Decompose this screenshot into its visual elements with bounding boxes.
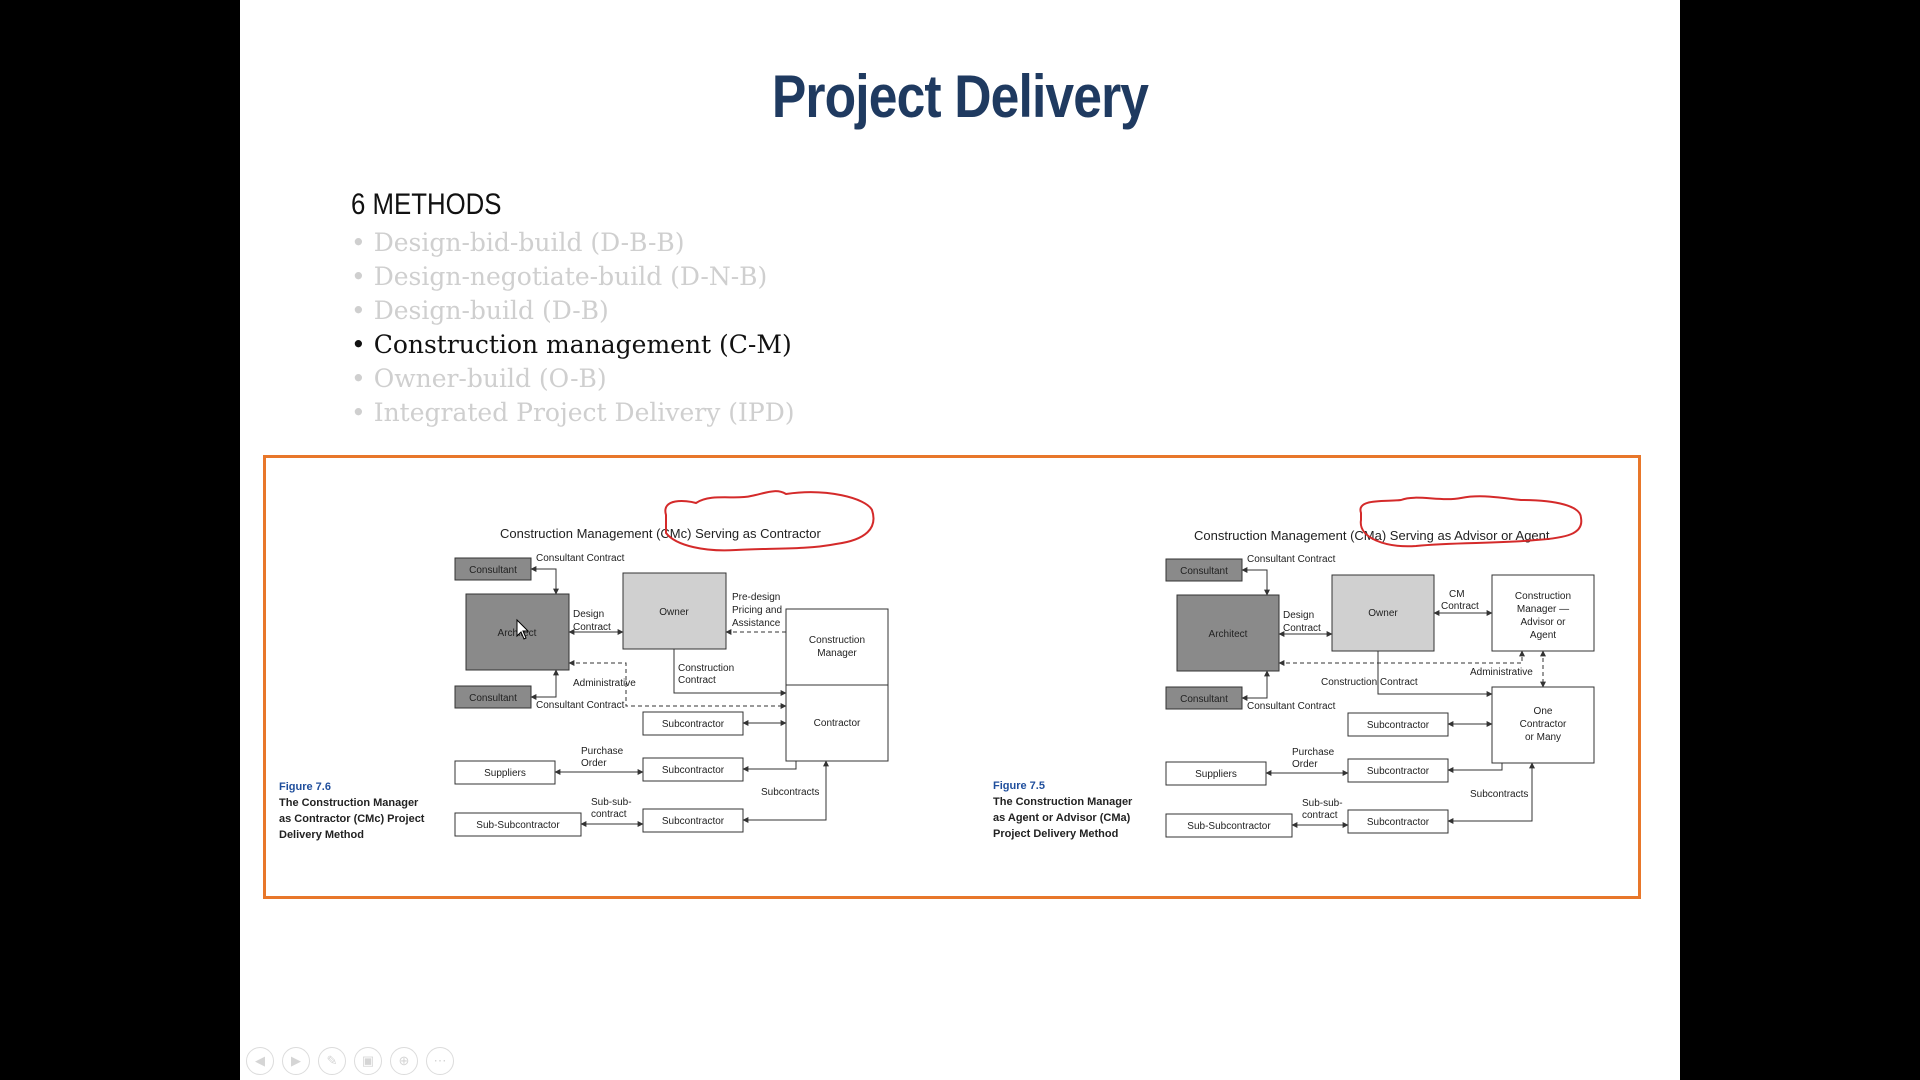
cma-caption-line-3: Project Delivery Method [993,828,1118,840]
cma-subcontractor-2-label: Subcontractor [1367,766,1430,777]
cmc-caption-line-2: as Contractor (CMc) Project [279,813,425,825]
cma-consultant-bottom-label: Consultant [1180,694,1228,705]
cmc-caption-line-1: The Construction Manager [279,797,419,809]
cma-annotation-circle [1359,495,1583,548]
cma-cm-contract-2: Contract [1441,601,1479,612]
method-item-integrated-project-delivery: • Integrated Project Delivery (IPD) [351,398,795,427]
cma-caption-line-1: The Construction Manager [993,796,1133,808]
cmc-consultant-top-label: Consultant [469,565,517,576]
diagram-cmc: Construction Management (CMc) Serving as… [279,490,889,841]
figure-frame: Construction Management (CMc) Serving as… [263,455,1641,899]
cmc-administrative: Administrative [573,678,636,689]
cma-subsub-contract-1: Sub-sub- [1302,798,1343,809]
cma-cm-label-3: Advisor or [1520,617,1566,628]
cmc-subsub-contract-2: contract [591,809,627,820]
cma-subsub-contract-2: contract [1302,810,1338,821]
cma-contractor-label-1: One [1534,706,1553,717]
cma-caption-line-2: as Agent or Advisor (CMa) [993,812,1131,824]
cma-cm-contract-1: CM [1449,589,1465,600]
method-item-owner-build: • Owner-build (O-B) [351,364,607,393]
cma-contractor-box [1491,686,1595,764]
cmc-title: Construction Management (CMc) Serving as… [500,526,821,541]
cmc-design-contract-1: Design [573,609,604,620]
cmc-consultant-contract-top: Consultant Contract [536,553,625,564]
cma-subcontractor-3-label: Subcontractor [1367,817,1430,828]
cma-consultant-top-label: Consultant [1180,566,1228,577]
cmc-design-contract-2: Contract [573,622,611,633]
cmc-subcontracts: Subcontracts [761,787,819,798]
cma-construction-manager-box [1491,574,1595,652]
cma-title: Construction Management (CMa) Serving as… [1194,528,1550,543]
next-slide-icon[interactable]: ▶ [282,1047,310,1075]
cma-owner-box [1331,574,1435,652]
cmc-predesign-1: Pre-design [732,592,780,603]
see-all-slides-icon[interactable]: ▣ [354,1047,382,1075]
cmc-consultant-bottom-label: Consultant [469,693,517,704]
cmc-predesign-2: Pricing and [732,605,782,616]
cmc-subcontractor-3-label: Subcontractor [662,816,725,827]
cma-purchase-2: Order [1292,759,1318,770]
cma-owner-label: Owner [1368,608,1398,619]
cmc-subcontractor-2-label: Subcontractor [662,765,725,776]
cma-architect-label: Architect [1209,629,1248,640]
slideshow-controls: ◀ ▶ ✎ ▣ ⊕ ⋯ [246,1047,454,1075]
cmc-caption-line-3: Delivery Method [279,829,364,841]
cmc-construction-contract-1: Construction [678,663,734,674]
cma-subcontractor-1-label: Subcontractor [1367,720,1430,731]
cmc-annotation-circle [664,490,875,552]
more-options-icon[interactable]: ⋯ [426,1047,454,1075]
cma-construction-contract: Construction Contract [1321,677,1418,688]
cma-subcontracts: Subcontracts [1470,789,1528,800]
mouse-cursor-icon [516,618,530,640]
slide-title: Project Delivery [771,63,1149,130]
method-item-construction-management: • Construction management (C-M) [351,330,792,359]
cmc-construction-manager-box [785,608,889,686]
cma-administrative: Administrative [1470,667,1533,678]
zoom-icon[interactable]: ⊕ [390,1047,418,1075]
cmc-consultant-contract-bottom: Consultant Contract [536,700,625,711]
cmc-owner-label: Owner [659,607,689,618]
cma-consultant-contract-bottom: Consultant Contract [1247,701,1336,712]
cmc-caption-number: Figure 7.6 [279,781,331,793]
cma-design-contract-1: Design [1283,610,1314,621]
previous-slide-icon[interactable]: ◀ [246,1047,274,1075]
cma-purchase-1: Purchase [1292,747,1335,758]
cma-contractor-label-3: or Many [1525,732,1561,743]
methods-list: • Design-bid-build (D-B-B) • Design-nego… [351,226,795,430]
cmc-subcontractor-1-label: Subcontractor [662,719,725,730]
cma-suppliers-label: Suppliers [1195,769,1237,780]
cma-subsub-label: Sub-Subcontractor [1187,821,1271,832]
cmc-purchase-2: Order [581,758,607,769]
cmc-cm-label-1: Construction [809,635,865,646]
method-item-design-build: • Design-build (D-B) [351,296,609,325]
figure-diagrams: Construction Management (CMc) Serving as… [279,490,1595,841]
method-item-design-bid-build: • Design-bid-build (D-B-B) [351,228,685,257]
cmc-predesign-3: Assistance [732,618,781,629]
cma-cm-label-1: Construction [1515,591,1571,602]
cma-consultant-contract-top: Consultant Contract [1247,554,1336,565]
cma-architect-box [1176,594,1280,672]
cma-caption-number: Figure 7.5 [993,780,1045,792]
cmc-contractor-label: Contractor [814,718,861,729]
slide: Project Delivery 6 METHODS • Design-bid-… [240,0,1680,1080]
cma-design-contract-2: Contract [1283,623,1321,634]
pen-icon[interactable]: ✎ [318,1047,346,1075]
cmc-owner-box [622,572,727,650]
methods-heading: 6 METHODS [351,188,502,221]
cmc-cm-label-2: Manager [817,648,857,659]
cmc-suppliers-label: Suppliers [484,768,526,779]
cmc-subsub-contract-1: Sub-sub- [591,797,632,808]
cmc-purchase-1: Purchase [581,746,624,757]
cma-cm-label-2: Manager — [1517,604,1569,615]
cma-cm-label-4: Agent [1530,630,1556,641]
cmc-subsub-label: Sub-Subcontractor [476,820,560,831]
cma-contractor-label-2: Contractor [1520,719,1567,730]
method-item-design-negotiate-build: • Design-negotiate-build (D-N-B) [351,262,768,291]
diagram-cma: Construction Management (CMa) Serving as… [993,495,1595,840]
cmc-construction-contract-2: Contract [678,675,716,686]
